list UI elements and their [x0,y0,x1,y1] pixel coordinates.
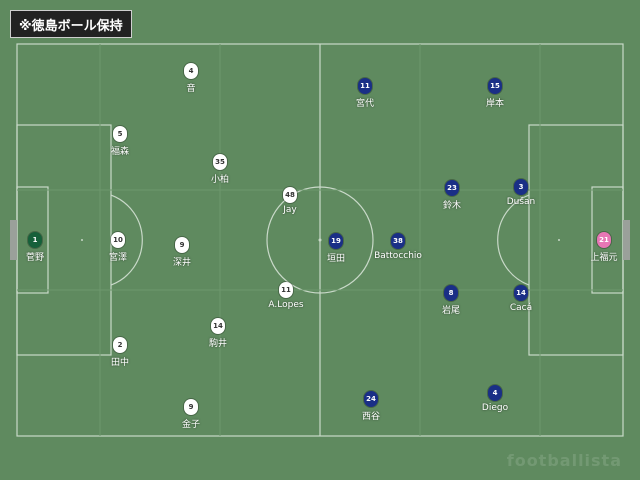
player-number: 9 [175,237,189,253]
left-goal [10,220,17,260]
right-goal [623,220,630,260]
player-name: 岩尾 [441,306,460,316]
player-number: 4 [184,63,198,79]
player-name: 深井 [172,258,191,268]
player-name: 金子 [181,420,200,430]
player-name: 田中 [110,358,129,368]
player-number: 1 [28,232,42,248]
player-number: 14 [514,285,528,301]
player-name: 宮代 [355,99,374,109]
player-number: 11 [279,282,293,298]
watermark-logo: footballista [506,451,622,470]
player-name: 音 [186,84,196,94]
player-name: Dušan [506,197,536,207]
title-label: ※徳島ボール保持 [10,10,132,38]
center-circle [266,186,374,294]
player-number: 2 [113,337,127,353]
player-number: 3 [514,179,528,195]
player-number: 21 [597,232,611,248]
player-number: 38 [391,233,405,249]
player-number: 9 [184,399,198,415]
player-name: 小柏 [210,175,229,185]
player-number: 19 [329,233,343,249]
player-number: 10 [111,232,125,248]
player-number: 15 [488,78,502,94]
player-number: 48 [283,187,297,203]
player-name: 菅野 [25,253,44,263]
player-name: 上福元 [590,253,618,263]
right-penalty-arc [497,194,530,286]
player-number: 24 [364,391,378,407]
player-name: 駒井 [208,339,227,349]
player-name: A.Lopes [268,300,304,310]
player-name: 岸本 [485,99,504,109]
player-name: Jay [283,205,297,215]
left-penalty-arc [110,194,143,286]
player-number: 8 [444,285,458,301]
player-name: 垣田 [326,254,345,264]
center-spot [318,238,322,242]
player-name: 西谷 [361,412,380,422]
player-number: 35 [213,154,227,170]
right-penalty-spot [558,239,560,241]
player-name: 宮澤 [108,253,127,263]
player-name: Battocchio [374,251,422,261]
player-name: Diego [481,403,509,413]
left-penalty-spot [81,239,83,241]
player-number: 23 [445,180,459,196]
player-number: 14 [211,318,225,334]
player-number: 5 [113,126,127,142]
player-number: 11 [358,78,372,94]
player-name: Cacá [509,303,533,313]
player-number: 4 [488,385,502,401]
player-name: 鈴木 [442,201,461,211]
player-name: 福森 [110,147,129,157]
